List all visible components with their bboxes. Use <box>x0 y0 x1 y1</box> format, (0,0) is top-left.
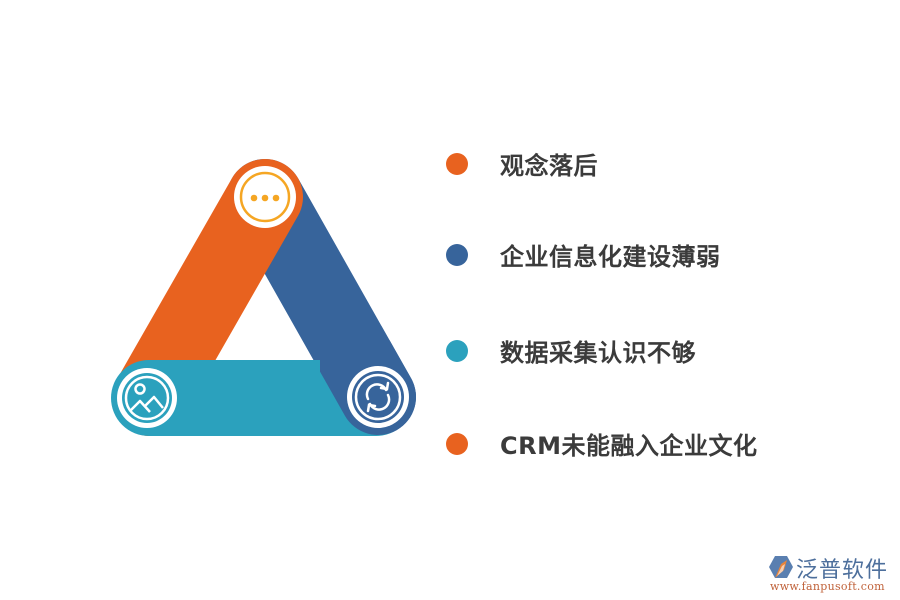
legend-label: 观念落后 <box>500 152 598 180</box>
refresh-cycle-icon <box>365 381 391 413</box>
legend-label: 企业信息化建设薄弱 <box>500 243 721 271</box>
legend-item-1: 观念落后 <box>446 146 598 181</box>
image-landscape-icon <box>130 383 164 413</box>
fanpu-logo-icon <box>769 556 793 578</box>
node-bottom-left <box>117 368 177 428</box>
band-blue-overlap <box>320 340 416 435</box>
legend-dot-blue-icon <box>446 243 468 266</box>
legend-dot-teal-icon <box>446 339 468 362</box>
more-dots-icon <box>250 194 280 202</box>
node-bottom-right <box>347 366 409 428</box>
legend-dot-orange-icon <box>446 152 468 175</box>
watermark: 泛普软件 www.fanpusoft.com <box>768 552 896 596</box>
watermark-url: www.fanpusoft.com <box>770 580 885 593</box>
legend-label: CRM未能融入企业文化 <box>500 432 758 460</box>
legend-item-4: CRM未能融入企业文化 <box>446 426 757 461</box>
watermark-name: 泛普软件 <box>796 558 889 583</box>
legend-item-2: 企业信息化建设薄弱 <box>446 237 721 272</box>
legend-label: 数据采集认识不够 <box>500 339 696 367</box>
legend-item-3: 数据采集认识不够 <box>446 333 696 368</box>
node-top <box>234 166 296 228</box>
legend-dot-orange-icon <box>446 432 468 455</box>
